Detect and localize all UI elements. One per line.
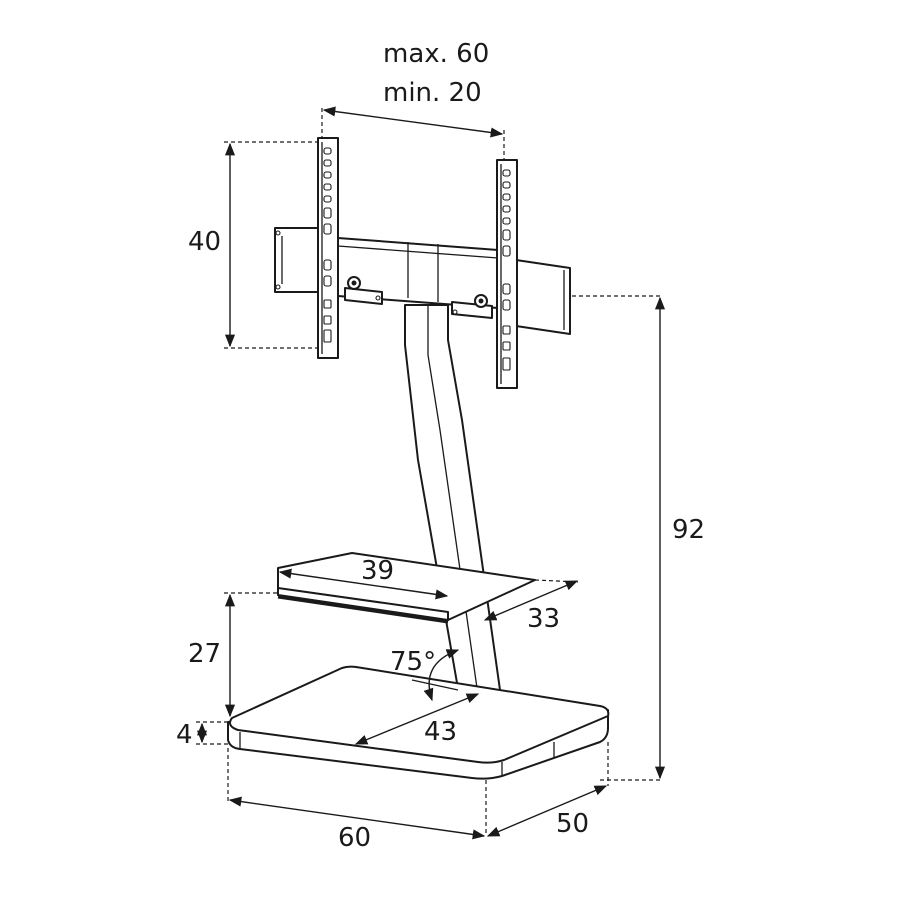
label-total-height: 92 [672,515,705,545]
label-width-max: max. 60 [383,39,489,69]
label-width-min: min. 20 [383,78,482,108]
label-base-thickness: 4 [176,720,193,750]
label-base-width: 60 [338,823,371,853]
label-column-depth: 43 [424,717,457,747]
label-bracket-height: 40 [188,227,221,257]
label-shelf-height: 27 [188,639,221,669]
mount-bracket [274,227,571,335]
label-shelf-depth: 33 [527,604,560,634]
right-vesa-rail [496,159,518,389]
dimension-labels: max. 60 min. 20 40 92 39 33 27 4 75° 43 … [176,39,705,853]
column [404,304,501,701]
glass-shelf [277,552,536,624]
left-vesa-rail [317,137,339,359]
base-plate [227,665,610,780]
label-base-depth: 50 [556,809,589,839]
label-shelf-width: 39 [361,556,394,586]
label-angle: 75° [390,647,436,677]
dimension-lines [196,106,666,840]
